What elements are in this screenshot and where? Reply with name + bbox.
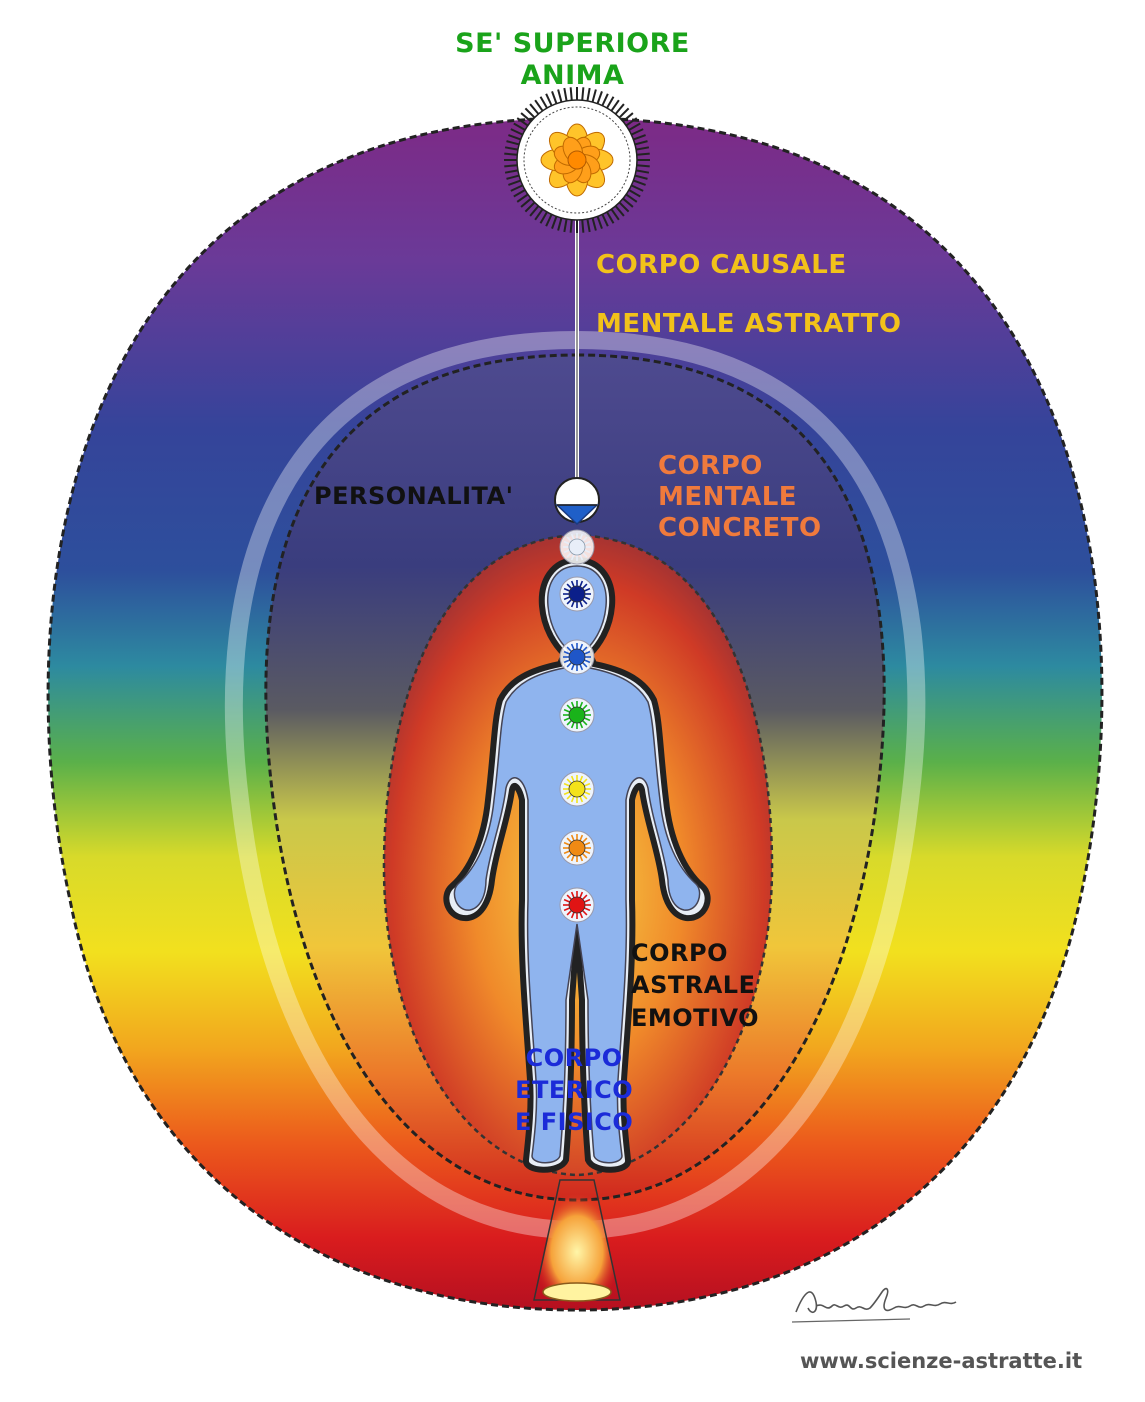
astral-body-label: CORPO ASTRALE EMOTIVO — [631, 937, 759, 1034]
concrete-mental-line-2: MENTALE — [658, 482, 822, 513]
chakra-heart-icon — [560, 698, 594, 732]
chakra-throat-icon — [560, 640, 594, 674]
base-light — [543, 1283, 611, 1301]
etheric-body-label: CORPO ETERICO E FISICO — [515, 1043, 633, 1139]
chakra-crown-icon — [560, 530, 594, 564]
soul-sun — [504, 87, 650, 233]
astral-line-1: CORPO — [631, 937, 759, 969]
etheric-line-3: E FISICO — [515, 1107, 633, 1139]
chakra-sacral-icon — [560, 831, 594, 865]
higher-self-label-line-2: ANIMA — [0, 60, 1145, 92]
astral-line-3: EMOTIVO — [631, 1002, 759, 1034]
concrete-mental-line-1: CORPO — [658, 451, 822, 482]
concrete-mental-line-3: CONCRETO — [658, 513, 822, 544]
higher-self-soul-label: SE' SUPERIORE ANIMA — [0, 28, 1145, 93]
artist-signature — [790, 1272, 960, 1332]
causal-body-label: CORPO CAUSALE — [596, 250, 847, 281]
chakra-root-icon — [560, 888, 594, 922]
lotus-flower-icon — [541, 124, 613, 196]
concrete-mental-body-label: CORPO MENTALE CONCRETO — [658, 451, 822, 545]
higher-self-label-line-1: SE' SUPERIORE — [0, 28, 1145, 60]
website-url: www.scienze-astratte.it — [800, 1349, 1082, 1374]
chakra-solar-plexus-icon — [560, 772, 594, 806]
etheric-line-1: CORPO — [515, 1043, 633, 1075]
chakra-third-eye-icon — [560, 577, 594, 611]
personality-label: PERSONALITA' — [314, 482, 513, 511]
etheric-line-2: ETERICO — [515, 1075, 633, 1107]
abstract-mental-label: MENTALE ASTRATTO — [596, 309, 902, 340]
astral-line-2: ASTRALE — [631, 969, 759, 1001]
